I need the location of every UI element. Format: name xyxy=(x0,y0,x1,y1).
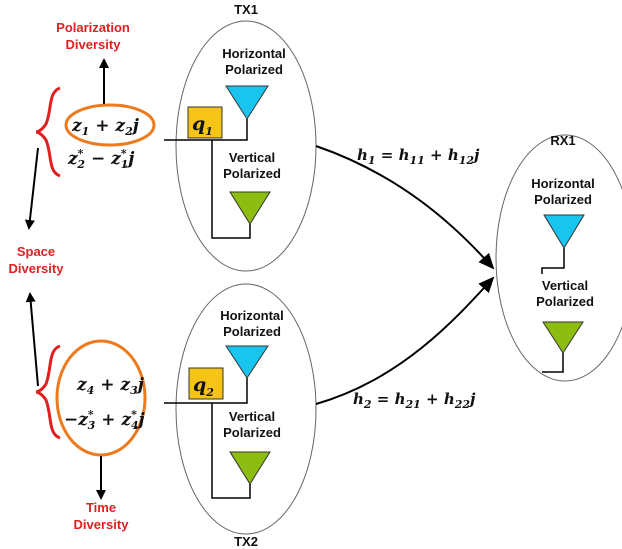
space-diversity-label-2: Diversity xyxy=(9,261,65,276)
brace-top xyxy=(35,86,61,178)
tx2-q-label: q2 xyxy=(193,374,214,399)
tx1-q-box xyxy=(187,106,223,139)
tx1-horizontal-antenna-icon xyxy=(225,85,269,120)
tx1-horizontal-label-2: Polarized xyxy=(225,62,283,77)
tx1-q-label: q1 xyxy=(192,113,213,138)
space-diversity-label: Space xyxy=(17,244,55,259)
symbol-s1-ellipse xyxy=(64,103,156,147)
rx1-horizontal-feed-line xyxy=(541,248,565,274)
channel-h1-arrow xyxy=(315,145,495,270)
tx1-vertical-label-2: Polarized xyxy=(223,166,281,181)
channel-h1-equation: h1 = h11 + h12j xyxy=(357,146,480,167)
time-diversity-label-2: Diversity xyxy=(74,517,130,532)
symbol-s3: z4 + z3j xyxy=(76,375,145,397)
time-diversity-label: Time xyxy=(86,500,116,515)
tx2-q-box xyxy=(188,367,224,400)
polarization-diversity-label: Polarization xyxy=(56,20,130,35)
tx2-horizontal-antenna-icon xyxy=(225,345,269,379)
symbol-s3-s4-ellipse xyxy=(55,339,147,457)
polarization-diversity-label-2: Diversity xyxy=(66,37,122,52)
tx1-label: TX1 xyxy=(234,2,258,17)
rx1-vertical-label-2: Polarized xyxy=(536,294,594,309)
tx2-horizontal-label-2: Polarized xyxy=(223,324,281,339)
symbol-s2: z*2 − z*1j xyxy=(67,147,135,171)
tx2-vertical-antenna-icon xyxy=(229,451,271,485)
rx1-horizontal-label: Horizontal xyxy=(531,176,595,191)
tx1-feed-lines xyxy=(164,119,251,239)
tx1-vertical-label: Vertical xyxy=(229,150,275,165)
rx1-horizontal-label-2: Polarized xyxy=(534,192,592,207)
tx2-label: TX2 xyxy=(234,534,258,549)
tx2-horizontal-label: Horizontal xyxy=(220,308,284,323)
tx1-horizontal-label: Horizontal xyxy=(222,46,286,61)
rx1-horizontal-antenna-icon xyxy=(543,214,585,249)
tx2-ellipse xyxy=(175,283,317,535)
tx2-feed-lines xyxy=(164,378,251,499)
rx1-vertical-feed-line xyxy=(542,353,564,373)
space-arrow-down xyxy=(24,147,39,230)
symbol-s4: −z*3 + z*4j xyxy=(64,408,146,432)
channel-h2-equation: h2 = h21 + h22j xyxy=(353,390,476,411)
tx2-vertical-label: Vertical xyxy=(229,409,275,424)
symbol-s1: z1 + z2j xyxy=(71,116,140,138)
tx2-vertical-label-2: Polarized xyxy=(223,425,281,440)
rx1-label: RX1 xyxy=(550,133,575,148)
rx1-ellipse xyxy=(495,134,622,382)
channel-h2-arrow xyxy=(315,276,495,405)
brace-bottom xyxy=(35,344,61,440)
space-arrow-up xyxy=(25,292,39,387)
rx1-vertical-antenna-icon xyxy=(542,321,584,354)
tx1-vertical-antenna-icon xyxy=(229,191,271,225)
rx1-vertical-label: Vertical xyxy=(542,278,588,293)
